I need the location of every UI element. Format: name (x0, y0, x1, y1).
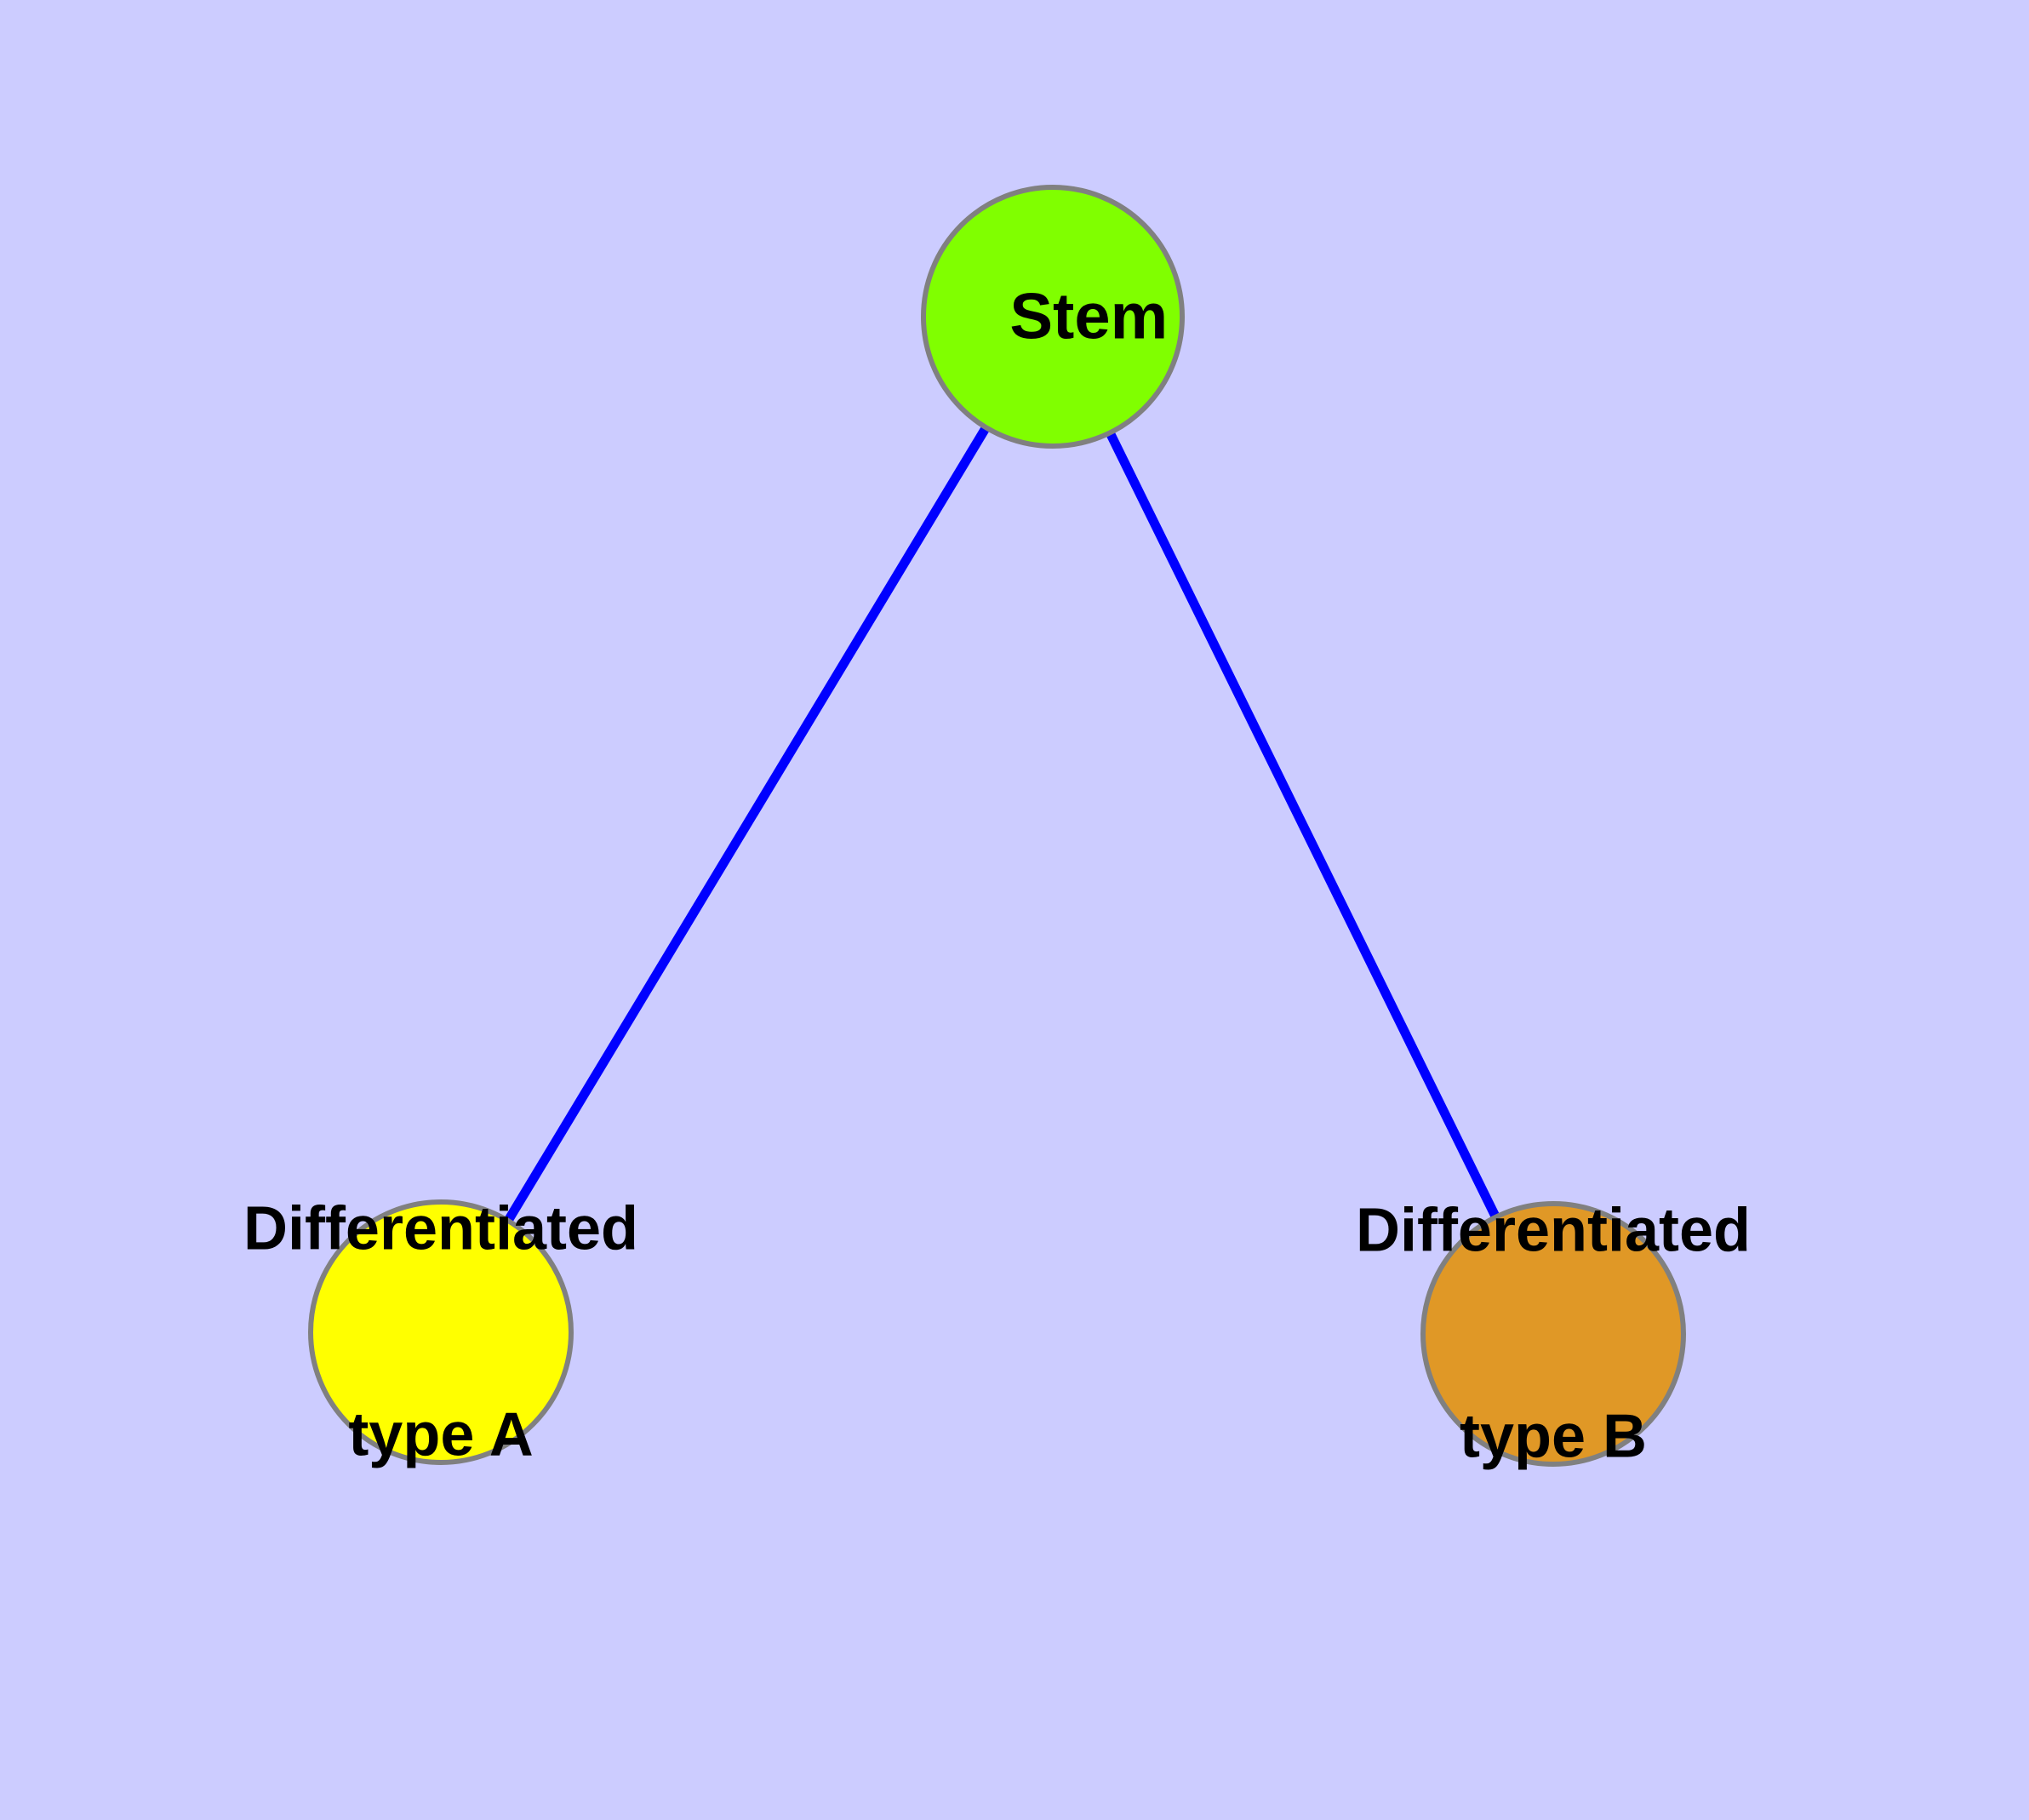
edge-stem-to-differentiated-type-a[interactable] (504, 425, 991, 1223)
node-stem-circle[interactable] (921, 185, 1185, 449)
edge-stem-to-differentiated-type-b[interactable] (1106, 430, 1500, 1220)
node-layer (308, 185, 1686, 1467)
node-differentiated-type-b-circle[interactable] (1420, 1201, 1686, 1467)
node-differentiated-type-a-circle[interactable] (308, 1199, 574, 1465)
edge-layer (504, 425, 1500, 1223)
